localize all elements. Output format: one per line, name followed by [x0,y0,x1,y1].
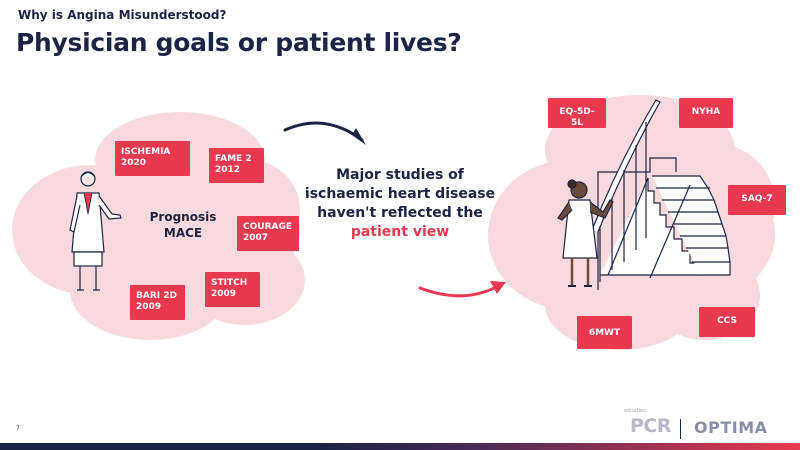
measure-tag-ccs: CCS [699,307,755,337]
page-number: 7 [16,425,20,432]
study-tag-bari2d: BARI 2D 2009 [130,285,185,320]
study-tag-year: 2007 [243,233,269,243]
measure-tag-6mwt: 6MWT [577,316,632,349]
measure-tag-label: EQ-5D-5L [559,107,595,128]
study-tag-name: COURAGE [243,222,292,232]
optima-logo-text: OPTIMA [694,418,768,437]
slide-kicker: Why is Angina Misunderstood? [18,8,227,22]
pcr-logo: eduation PCR [624,408,672,437]
measure-tag-label: SAQ-7 [741,194,773,204]
study-tag-name: BARI 2D [136,291,177,301]
study-tag-fame2: FAME 2 2012 [209,148,264,183]
measure-tag-label: 6MWT [588,328,621,338]
pcr-logo-text: PCR [630,415,672,437]
arrow-top [283,121,366,145]
study-tag-name: STITCH [211,278,248,288]
physician-figure [69,171,122,291]
arrow-bottom [418,281,506,298]
staircase [591,99,731,290]
measure-tag-saq7: SAQ-7 [728,185,786,215]
study-tag-name: ISCHEMIA [121,147,171,157]
measure-tag-label: NYHA [691,107,721,117]
study-tag-year: 2020 [121,158,147,168]
study-tag-year: 2012 [215,165,241,175]
logo-divider [680,419,681,439]
study-tag-ischemia: ISCHEMIA 2020 [115,141,190,176]
optima-logo: OPTIMA [694,418,768,437]
statement-line-1: Major studies of [336,167,464,183]
statement-line-2: ischaemic heart disease [304,186,496,202]
slide-title: Physician goals or patient lives? [16,28,462,57]
measure-tag-eq5d5l: EQ-5D-5L [548,98,606,128]
statement-line-3: haven't reflected the [317,205,483,221]
measure-tag-label: CCS [717,316,737,326]
study-tag-courage: COURAGE 2007 [237,216,299,251]
statement-accent: patient view [350,224,450,240]
prognosis-mace-label: Prognosis MACE [149,210,217,240]
study-tag-name: FAME 2 [215,154,252,164]
measure-tag-nyha: NYHA [679,98,733,128]
center-statement: Major studies of ischaemic heart disease… [300,166,500,242]
patient-figure [557,179,614,287]
study-tag-year: 2009 [211,289,237,299]
footer-gradient-bar [0,443,800,450]
pcr-logo-prefix: eduation [624,408,647,414]
study-tag-year: 2009 [136,302,162,312]
study-tag-stitch: STITCH 2009 [205,272,260,307]
